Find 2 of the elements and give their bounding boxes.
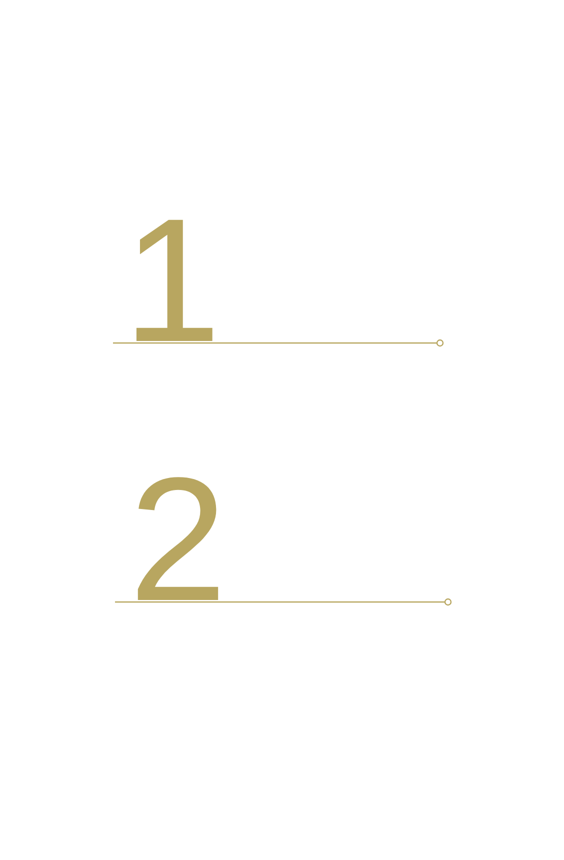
- numeral: 2: [138, 477, 218, 600]
- numeral: 1: [136, 220, 212, 341]
